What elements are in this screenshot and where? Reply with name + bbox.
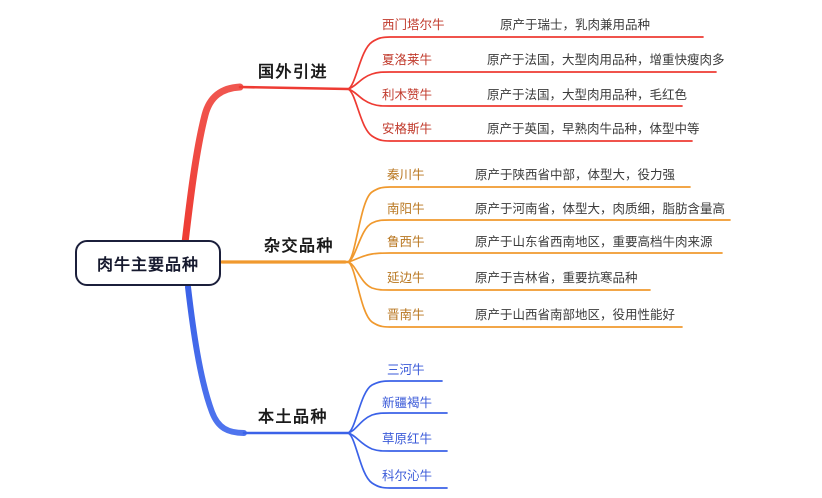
leaf-name[interactable]: 新疆褐牛 <box>382 395 433 410</box>
leaf-connector-orange-3 <box>347 252 723 263</box>
leaf-name[interactable]: 南阳牛 <box>387 201 425 216</box>
leaf-name[interactable]: 延边牛 <box>387 270 425 285</box>
leaf-name[interactable]: 草原红牛 <box>382 431 433 446</box>
leaf-name[interactable]: 西门塔尔牛 <box>382 17 445 32</box>
leaf-desc: 原产于山西省南部地区，役用性能好 <box>475 307 676 322</box>
trunk-blue <box>185 284 247 436</box>
branch-label-crossbred[interactable]: 杂交品种 <box>264 236 335 255</box>
branch-label-native[interactable]: 本土品种 <box>258 407 329 426</box>
leaf-name[interactable]: 安格斯牛 <box>382 121 433 136</box>
branch-label-foreign[interactable]: 国外引进 <box>258 62 329 81</box>
leaf-desc: 原产于吉林省，重要抗寒品种 <box>475 270 638 285</box>
leaf-desc: 原产于瑞士，乳肉兼用品种 <box>500 17 651 32</box>
leaf-name[interactable]: 利木赞牛 <box>382 87 433 102</box>
leaf-desc: 原产于法国，大型肉用品种，增重快瘦肉多 <box>487 52 725 67</box>
leaf-desc: 原产于河南省，体型大，肉质细，脂肪含量高 <box>475 201 726 216</box>
leaf-name[interactable]: 晋南牛 <box>387 307 425 322</box>
leaf-desc: 原产于山东省西南地区，重要高档牛肉来源 <box>475 234 713 249</box>
leaf-desc: 原产于英国，早熟肉牛品种，体型中等 <box>487 121 700 136</box>
root-node-label: 肉牛主要品种 <box>96 255 199 274</box>
leaf-desc: 原产于法国，大型肉用品种，毛红色 <box>487 87 688 102</box>
leaf-name[interactable]: 夏洛莱牛 <box>382 52 433 67</box>
trunk-red <box>181 83 244 247</box>
branch-underline-red <box>238 85 350 91</box>
leaf-name[interactable]: 科尔沁牛 <box>382 468 433 483</box>
leaf-name[interactable]: 秦川牛 <box>387 167 425 182</box>
leaf-name[interactable]: 三河牛 <box>387 362 425 377</box>
leaf-desc: 原产于陕西省中部，体型大，役力强 <box>475 167 676 182</box>
leaf-name[interactable]: 鲁西牛 <box>387 234 425 249</box>
root-node[interactable]: 肉牛主要品种 <box>75 240 221 286</box>
